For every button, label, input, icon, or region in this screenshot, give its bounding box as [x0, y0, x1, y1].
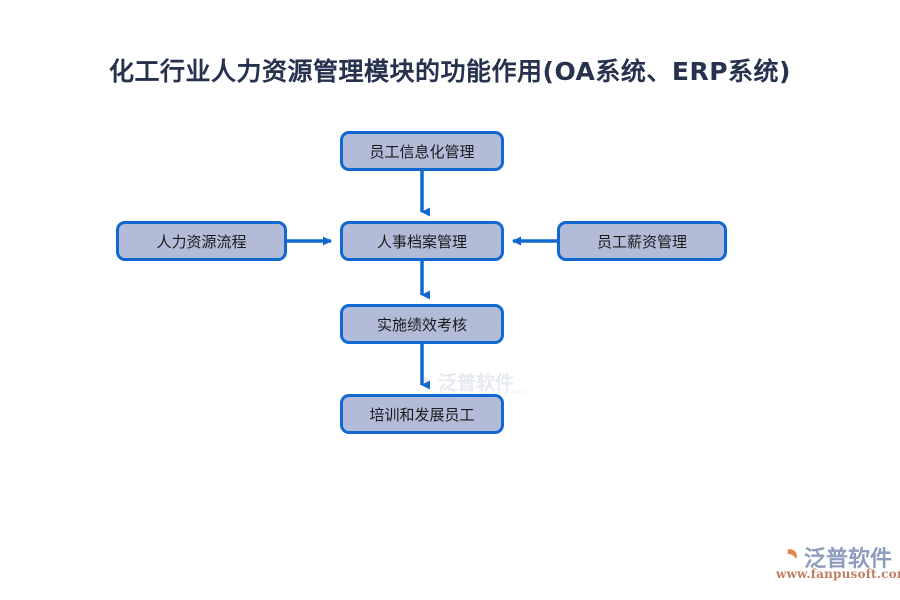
flow-node-training[interactable]: 培训和发展员工 — [340, 394, 504, 434]
flow-node-performance[interactable]: 实施绩效考核 — [340, 304, 504, 344]
flow-node-hr-process[interactable]: 人力资源流程 — [116, 221, 287, 261]
brand-name: 泛普软件 — [804, 547, 893, 572]
watermark-text: 泛普软件 — [438, 372, 515, 394]
brand-logo-icon — [774, 544, 797, 570]
brand-url: www.fanpusoft.com — [776, 567, 900, 581]
flow-node-employee-info[interactable]: 员工信息化管理 — [340, 131, 504, 171]
watermark-logo-icon — [411, 372, 430, 394]
page-title: 化工行业人力资源管理模块的功能作用(OA系统、ERP系统) — [109, 57, 791, 86]
brand-logo: 泛普软件 www.fanpusoft.com — [772, 541, 900, 585]
flow-node-salary[interactable]: 员工薪资管理 — [557, 221, 727, 261]
flow-node-personnel-file[interactable]: 人事档案管理 — [340, 221, 504, 261]
